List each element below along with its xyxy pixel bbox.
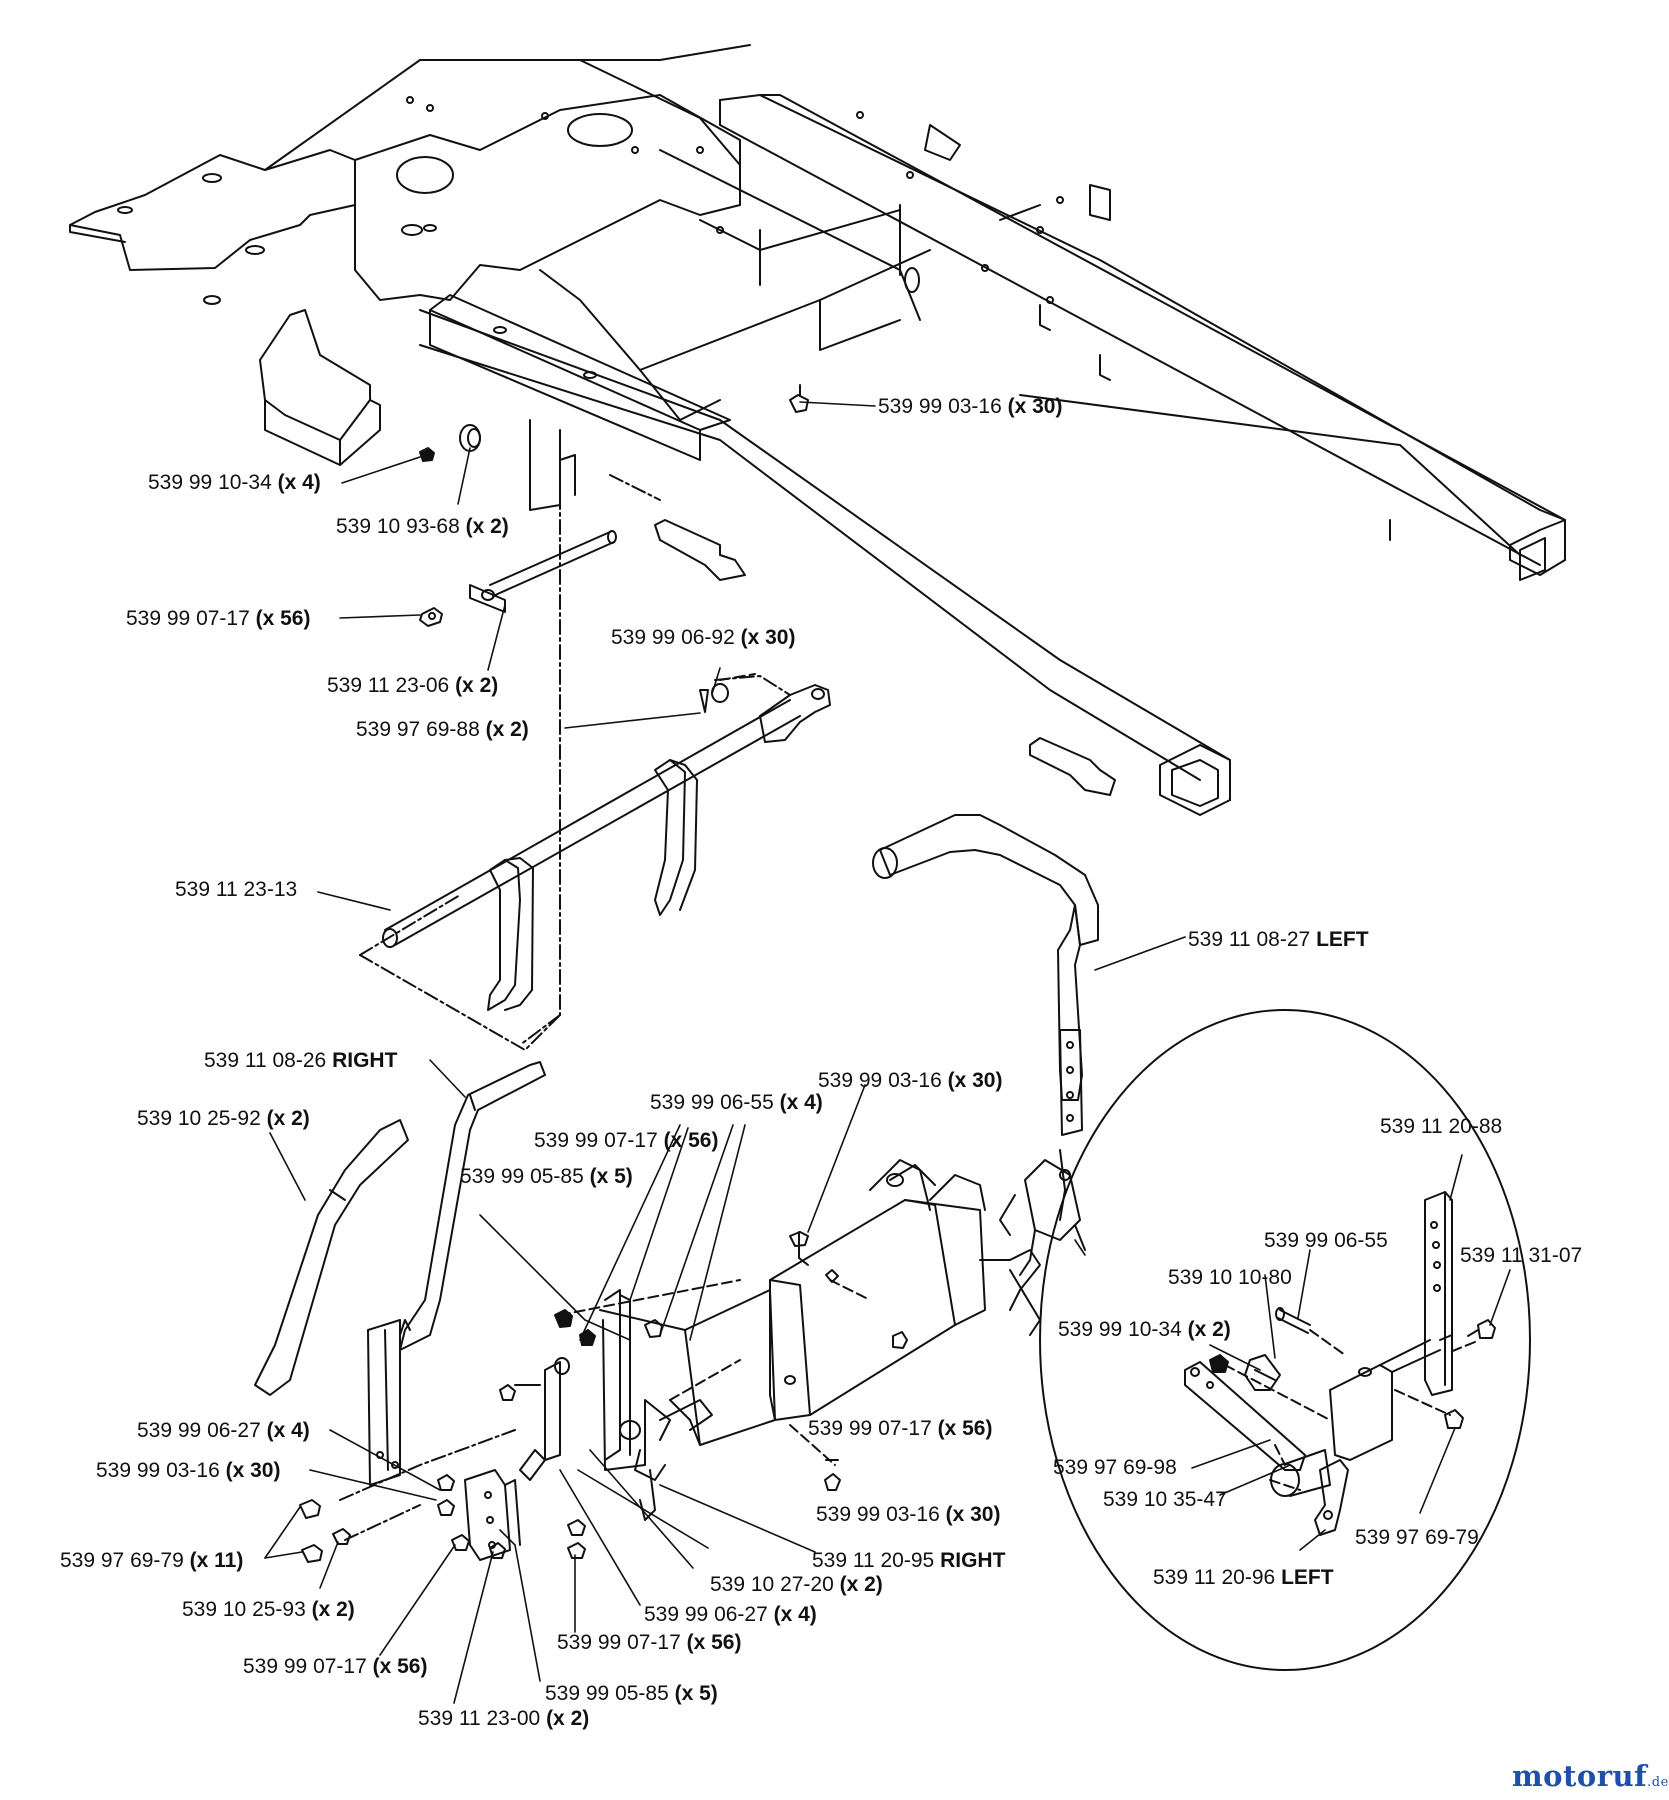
label-539-99-06-55-b: 539 99 06-55 [1264, 1229, 1388, 1252]
label-539-11-23-13: 539 11 23-13 [175, 878, 298, 901]
label-539-99-05-85-b: 539 99 05-85 (x 5) [545, 1682, 718, 1705]
label-539-99-03-16-top: 539 99 03-16 (x 30) [878, 395, 1063, 418]
pivot-assembly [299, 1159, 1086, 1563]
label-539-99-07-17-a: 539 99 07-17 (x 56) [126, 607, 311, 630]
label-539-99-05-85-a: 539 99 05-85 (x 5) [460, 1165, 633, 1188]
label-539-11-23-06: 539 11 23-06 (x 2) [327, 674, 499, 697]
label-539-10-25-93: 539 10 25-93 (x 2) [182, 1598, 355, 1621]
label-539-99-06-27-a: 539 99 06-27 (x 4) [137, 1419, 310, 1442]
label-539-99-07-17-d: 539 99 07-17 (x 56) [557, 1631, 742, 1654]
label-539-11-20-96-left: 539 11 20-96 LEFT [1153, 1566, 1334, 1589]
label-539-10-10-80: 539 10 10-80 [1168, 1266, 1292, 1289]
label-539-99-03-16-low: 539 99 03-16 (x 30) [96, 1459, 281, 1482]
label-539-10-25-92: 539 10 25-92 (x 2) [137, 1107, 310, 1130]
label-539-10-93-68: 539 10 93-68 (x 2) [336, 515, 509, 538]
chassis-frame [69, 44, 1566, 816]
label-539-99-03-16-mid: 539 99 03-16 (x 30) [818, 1069, 1003, 1092]
label-539-97-69-98: 539 97 69-98 [1053, 1456, 1177, 1479]
label-539-97-69-79-inset: 539 97 69-79 [1355, 1526, 1479, 1549]
detail-inset [1039, 1009, 1531, 1671]
label-539-11-23-00: 539 11 23-00 (x 2) [418, 1707, 590, 1730]
label-539-11-20-95-right: 539 11 20-95 RIGHT [812, 1549, 1006, 1572]
label-539-11-20-88: 539 11 20-88 [1380, 1115, 1503, 1138]
label-539-11-08-27-left: 539 11 08-27 LEFT [1188, 928, 1369, 951]
label-539-10-27-20: 539 10 27-20 (x 2) [710, 1573, 883, 1596]
label-539-11-31-07: 539 11 31-07 [1460, 1244, 1583, 1267]
label-539-99-07-17-e: 539 99 07-17 (x 56) [243, 1655, 428, 1678]
label-539-97-69-88: 539 97 69-88 (x 2) [356, 718, 529, 741]
label-539-99-07-17-c: 539 99 07-17 (x 56) [808, 1417, 993, 1440]
left-control-handle [872, 814, 1099, 1221]
motoruf-logo: motoruf.de [1512, 1759, 1669, 1793]
leader-lines [264, 401, 1511, 1704]
label-539-99-07-17-b: 539 99 07-17 (x 56) [534, 1129, 719, 1152]
label-539-11-08-26-right: 539 11 08-26 RIGHT [204, 1049, 398, 1072]
label-539-10-35-47: 539 10 35-47 [1103, 1488, 1227, 1511]
frame-hardware [419, 384, 809, 1046]
label-539-99-06-27-b: 539 99 06-27 (x 4) [644, 1603, 817, 1626]
label-539-99-03-16-bottom: 539 99 03-16 (x 30) [816, 1503, 1001, 1526]
label-539-99-10-34: 539 99 10-34 (x 4) [148, 471, 321, 494]
label-539-99-10-34-b: 539 99 10-34 (x 2) [1058, 1318, 1231, 1341]
label-539-97-69-79: 539 97 69-79 (x 11) [60, 1549, 244, 1572]
label-539-99-06-92: 539 99 06-92 (x 30) [611, 626, 796, 649]
label-539-99-06-55-a: 539 99 06-55 (x 4) [650, 1091, 823, 1114]
cross-shaft-assembly [359, 675, 831, 1051]
